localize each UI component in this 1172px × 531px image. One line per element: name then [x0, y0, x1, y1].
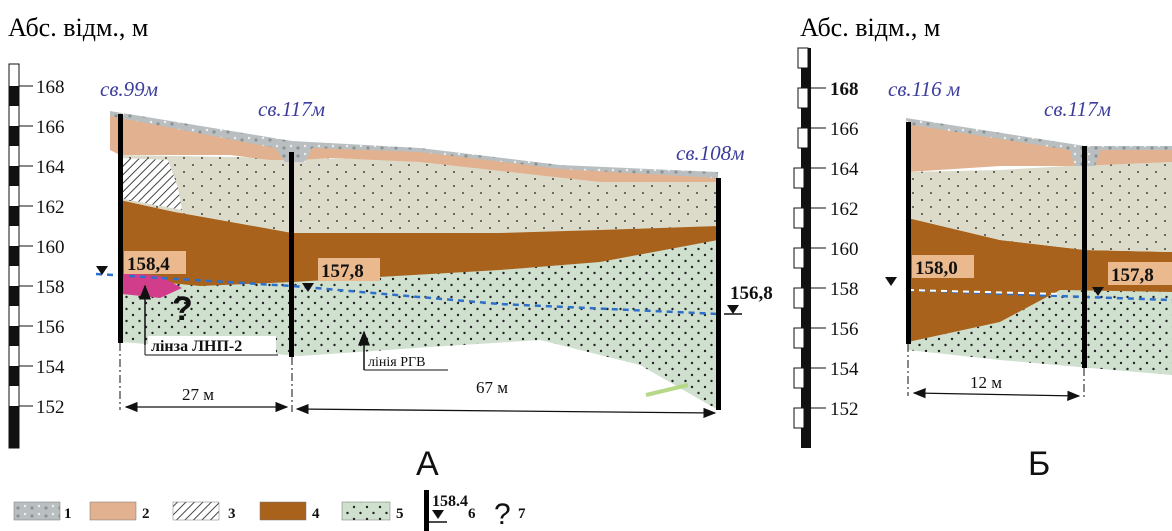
panel-b-axis-title: Абс. відм., м — [800, 13, 940, 42]
legend-number: 6 — [468, 506, 476, 522]
panel-b-dimensions — [907, 344, 1085, 401]
lens-label: лінза ЛНП-2 — [151, 338, 242, 355]
panel-a-tick-label: 158 — [36, 277, 65, 298]
panel-a-tick-label: 156 — [36, 317, 65, 338]
legend-number: 7 — [518, 506, 526, 522]
panel-a-water-line — [95, 272, 719, 316]
water-level-label: 157,8 — [321, 261, 364, 282]
panel-b: Абс. відм., м 168 166 — [793, 13, 1172, 483]
well-116-column — [906, 122, 911, 344]
panel-a-tick-label: 162 — [36, 197, 65, 218]
panel-a-dimensions — [119, 343, 717, 419]
well-label: св.117м — [1044, 97, 1111, 121]
panel-a-tick-label: 168 — [36, 77, 65, 98]
uncertain-mark: ? — [172, 290, 193, 328]
panel-b-tick-label: 152 — [830, 399, 859, 420]
water-level-box — [912, 255, 974, 278]
water-level-label: 158,0 — [915, 258, 958, 279]
legend-swatch-4 — [259, 501, 307, 521]
panel-b-tick-label: 166 — [830, 119, 859, 140]
water-level-marker — [96, 266, 108, 275]
panel-a-axis-title: Абс. відм., м — [8, 13, 148, 42]
panel-a-tick-label: 166 — [36, 117, 65, 138]
legend-swatch-2 — [89, 501, 137, 521]
panel-b-wells — [906, 122, 1087, 368]
panel-b-scale-bar — [793, 47, 811, 448]
well-108-column — [716, 178, 721, 410]
panel-b-tick-label: 158 — [830, 279, 859, 300]
water-level-box — [1108, 262, 1172, 285]
panel-a-lens — [122, 272, 182, 298]
legend-well-symbol — [424, 490, 447, 531]
distance-label: 67 м — [476, 378, 508, 397]
panel-a-layer-2 — [110, 114, 718, 182]
panel-a-tick-label: 164 — [36, 157, 65, 178]
distance-label: 27 м — [182, 385, 214, 404]
panel-b-tick-label: 164 — [830, 159, 859, 180]
panel-b-letter: Б — [1028, 445, 1050, 483]
panel-b-tick-labels: 168 166 164 162 160 158 156 154 152 — [830, 79, 859, 420]
panel-a-tick-label: 160 — [36, 237, 65, 258]
panel-b-layer-1 — [906, 118, 1172, 166]
distance-label: 12 м — [970, 373, 1002, 392]
panel-b-tick-label: 156 — [830, 319, 859, 340]
panel-a-tick-label: 154 — [36, 357, 65, 378]
water-level-marker — [302, 283, 314, 292]
panel-a-wells — [118, 114, 721, 410]
water-line-label: лінія РГВ — [368, 355, 425, 370]
water-level-marker — [1092, 287, 1104, 296]
panel-a: Абс. відм., м 168 166 — [8, 13, 773, 483]
panel-a-tick-label: 152 — [36, 397, 65, 418]
legend: 1 2 3 4 5 158.4 6 ? 7 — [13, 490, 526, 531]
legend-swatch-3 — [172, 501, 220, 521]
water-level-box — [124, 251, 186, 274]
panel-b-layer-4 — [908, 218, 1172, 342]
panel-a-tick-marks — [19, 85, 33, 407]
panel-b-tick-label: 154 — [830, 359, 859, 380]
well-label: св.108м — [676, 141, 745, 165]
water-level-marker — [885, 277, 897, 286]
water-level-label: 156,8 — [730, 283, 773, 304]
well-117-column — [1082, 146, 1087, 368]
panel-a-layer-1 — [110, 111, 718, 178]
well-label: св.116 м — [888, 77, 960, 101]
legend-number: 1 — [64, 506, 72, 522]
legend-number: 4 — [312, 506, 320, 522]
well-label: св.99м — [100, 77, 158, 101]
water-level-box — [318, 258, 380, 281]
panel-a-tick-labels: 168 166 164 162 160 158 156 154 152 — [36, 77, 65, 418]
well-label: св.117м — [258, 97, 325, 121]
panel-b-tick-label: 168 — [830, 79, 859, 100]
legend-question-sample: ? — [494, 498, 511, 531]
panel-b-tick-marks — [811, 87, 826, 409]
well-99-column — [118, 114, 123, 343]
water-level-marker — [727, 305, 739, 314]
legend-number: 2 — [142, 506, 150, 522]
legend-swatch-1 — [13, 501, 61, 521]
panel-a-layer-3 — [120, 158, 182, 210]
legend-number: 5 — [396, 506, 404, 522]
panel-a-letter: А — [416, 445, 439, 483]
panel-b-tick-label: 160 — [830, 239, 859, 260]
well-117-column — [289, 152, 294, 357]
panel-a-layer-4 — [120, 200, 718, 286]
panel-b-tick-label: 162 — [830, 199, 859, 220]
water-level-label: 157,8 — [1111, 265, 1154, 286]
water-level-label: 158,4 — [127, 254, 170, 275]
panel-a-scale-bar — [8, 63, 20, 449]
water-line-callout — [358, 330, 448, 371]
lens-callout — [139, 284, 278, 356]
legend-level-sample: 158.4 — [432, 493, 468, 510]
legend-number: 3 — [228, 506, 236, 522]
